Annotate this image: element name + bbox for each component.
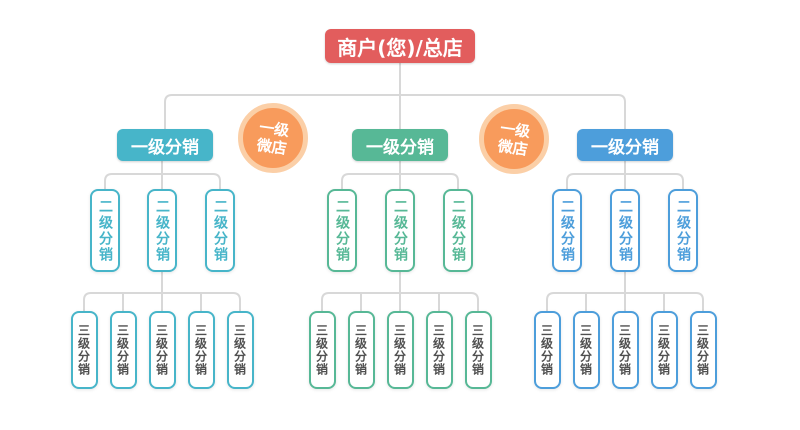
level3-distributor-node: 三级分销 bbox=[308, 311, 336, 389]
level1-microstore-badge: 一级 微店 bbox=[238, 103, 308, 173]
level2-distributor-node: 二级分销 bbox=[668, 189, 698, 272]
level3-distributor-node: 三级分销 bbox=[611, 311, 639, 389]
level3-distributor-node: 三级分销 bbox=[464, 311, 492, 389]
microstore-badge-label: 一级 微店 bbox=[255, 118, 291, 158]
level3-distributor-node: 三级分销 bbox=[650, 311, 678, 389]
level2-distributor-node: 二级分销 bbox=[205, 189, 235, 272]
level3-distributor-node: 三级分销 bbox=[109, 311, 137, 389]
level3-distributor-node: 三级分销 bbox=[533, 311, 561, 389]
level2-distributor-node: 二级分销 bbox=[552, 189, 582, 272]
level3-distributor-node: 三级分销 bbox=[386, 311, 414, 389]
level3-distributor-node: 三级分销 bbox=[425, 311, 453, 389]
level3-distributor-node: 三级分销 bbox=[226, 311, 254, 389]
microstore-badge-label: 一级 微店 bbox=[496, 119, 532, 159]
level2-distributor-node: 二级分销 bbox=[610, 189, 640, 272]
level2-distributor-node: 二级分销 bbox=[327, 189, 357, 272]
level3-distributor-node: 三级分销 bbox=[70, 311, 98, 389]
level2-distributor-node: 二级分销 bbox=[90, 189, 120, 272]
level1-distributor-node: 一级分销 bbox=[352, 129, 448, 161]
level2-distributor-node: 二级分销 bbox=[443, 189, 473, 272]
level1-distributor-node: 一级分销 bbox=[117, 129, 213, 161]
level3-distributor-node: 三级分销 bbox=[187, 311, 215, 389]
level2-distributor-node: 二级分销 bbox=[385, 189, 415, 272]
level3-distributor-node: 三级分销 bbox=[572, 311, 600, 389]
level3-distributor-node: 三级分销 bbox=[148, 311, 176, 389]
level1-microstore-badge: 一级 微店 bbox=[479, 104, 549, 174]
level3-distributor-node: 三级分销 bbox=[689, 311, 717, 389]
level3-distributor-node: 三级分销 bbox=[347, 311, 375, 389]
level1-distributor-node: 一级分销 bbox=[577, 129, 673, 161]
level2-distributor-node: 二级分销 bbox=[147, 189, 177, 272]
root-merchant-node: 商户(您)/总店 bbox=[325, 29, 475, 63]
